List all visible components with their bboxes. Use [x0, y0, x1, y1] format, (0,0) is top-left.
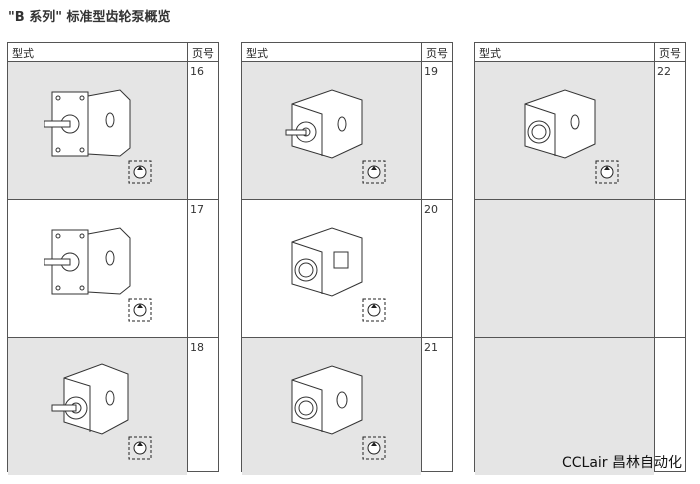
table-row-empty [475, 338, 654, 475]
page-number: 21 [424, 341, 438, 354]
overview-table-1: 型式 页号 16 17 [7, 42, 219, 475]
overview-table-3: 型式 页号 22 [474, 42, 686, 475]
hydraulic-pump-symbol-icon [128, 298, 152, 322]
col-page-header: 页号 [659, 47, 681, 60]
hydraulic-pump-symbol-icon [362, 436, 386, 460]
gear-pump-image [524, 89, 596, 159]
col-type-header: 型式 [246, 47, 268, 60]
page-number: 22 [657, 65, 671, 78]
hydraulic-pump-symbol-icon [128, 160, 152, 184]
watermark-text: CCLair 昌林自动化 [561, 455, 682, 471]
table-row-empty [475, 200, 654, 337]
table-row[interactable] [8, 200, 187, 337]
gear-pump-image [44, 227, 131, 295]
hydraulic-pump-symbol-icon [362, 160, 386, 184]
table-row[interactable] [8, 62, 187, 199]
table-row[interactable] [8, 338, 187, 475]
gear-pump-image [291, 227, 363, 297]
page-number: 19 [424, 65, 438, 78]
column-divider [654, 43, 655, 471]
table-header: 型式 页号 [475, 43, 685, 62]
col-type-header: 型式 [12, 47, 34, 60]
table-row[interactable] [475, 62, 654, 199]
col-type-header: 型式 [479, 47, 501, 60]
page-number: 17 [190, 203, 204, 216]
table-row[interactable] [242, 338, 421, 475]
col-page-header: 页号 [426, 47, 448, 60]
hydraulic-pump-symbol-icon [595, 160, 619, 184]
page-number: 16 [190, 65, 204, 78]
hydraulic-pump-symbol-icon [362, 298, 386, 322]
overview-table-2: 型式 页号 19 20 [241, 42, 453, 475]
table-row[interactable] [242, 62, 421, 199]
page-title: "B 系列" 标准型齿轮泵概览 [8, 10, 171, 25]
col-page-header: 页号 [192, 47, 214, 60]
hydraulic-pump-symbol-icon [128, 436, 152, 460]
table-header: 型式 页号 [8, 43, 218, 62]
column-divider [187, 43, 188, 471]
gear-pump-image [51, 363, 129, 435]
page-number: 20 [424, 203, 438, 216]
gear-pump-image [285, 89, 363, 159]
gear-pump-image [44, 89, 131, 157]
gear-pump-image [291, 365, 363, 435]
column-divider [421, 43, 422, 471]
table-row[interactable] [242, 200, 421, 337]
page-number: 18 [190, 341, 204, 354]
table-header: 型式 页号 [242, 43, 452, 62]
